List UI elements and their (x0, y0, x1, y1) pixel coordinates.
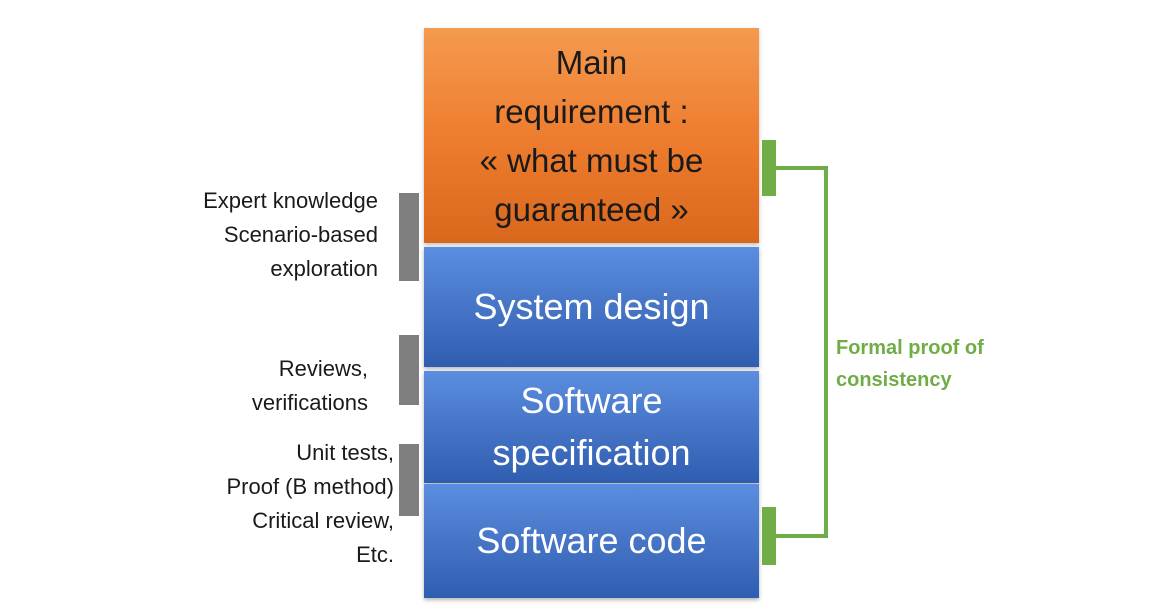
main-requirement-text: Main requirement : « what must be guaran… (480, 38, 704, 234)
label-line: verifications (251, 390, 368, 415)
green-line-vertical (824, 166, 828, 538)
label-line: Scenario-based (223, 222, 378, 247)
green-bar-top (762, 140, 776, 196)
software-code-box: Software code (424, 484, 759, 598)
main-requirement-box: Main requirement : « what must be guaran… (424, 28, 759, 243)
green-bar-bottom (762, 507, 776, 565)
label-line: Expert knowledge (203, 188, 378, 213)
formal-proof-line: consistency (836, 369, 952, 391)
main-requirement-line: guaranteed » (494, 190, 689, 228)
gray-bracket-expert (399, 193, 419, 281)
label-line: Etc. (356, 542, 394, 567)
label-line: exploration (270, 256, 378, 281)
label-line: Proof (B method) (226, 474, 394, 499)
formal-proof-label: Formal proof of consistency (836, 332, 984, 396)
software-specification-box: Software specification (424, 371, 759, 483)
system-design-label: System design (473, 286, 710, 327)
label-line: Critical review, (252, 508, 394, 533)
main-requirement-line: Main (555, 43, 628, 81)
system-design-box: System design (424, 247, 759, 367)
main-requirement-line: « what must be (479, 141, 704, 179)
software-code-label: Software code (476, 520, 707, 561)
formal-proof-line: Formal proof of (836, 337, 984, 359)
software-specification-line: Software (520, 380, 663, 421)
label-group-tests: Unit tests, Proof (B method) Critical re… (226, 436, 394, 572)
software-specification-line: specification (492, 432, 691, 473)
label-group-reviews: Reviews, verifications (252, 352, 368, 420)
gray-bracket-reviews (399, 335, 419, 405)
software-specification-text: Software specification (492, 375, 690, 479)
label-group-expert: Expert knowledge Scenario-based explorat… (203, 184, 378, 286)
gray-bracket-tests (399, 444, 419, 516)
label-line: Reviews, (278, 356, 368, 381)
main-requirement-line: requirement : (494, 92, 689, 130)
green-line-top (776, 166, 828, 170)
label-line: Unit tests, (296, 440, 394, 465)
green-line-bottom (776, 534, 828, 538)
